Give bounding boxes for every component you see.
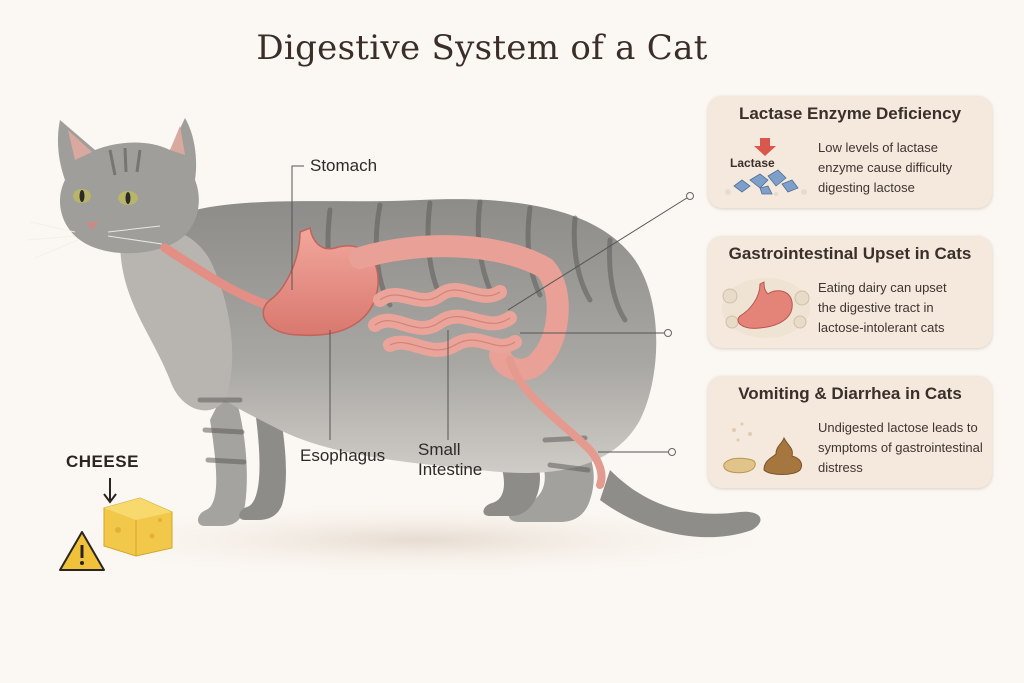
card-lactase-deficiency: Lactase Enzyme Deficiency Lactase Low le… bbox=[708, 96, 992, 208]
card-title: Gastrointestinal Upset in Cats bbox=[728, 244, 972, 263]
cat-ear-inner-2 bbox=[170, 126, 185, 155]
card-text-line: Undigested lactose leads to bbox=[818, 420, 978, 435]
card-text-line: symptoms of gastrointestinal bbox=[818, 440, 983, 455]
small-intestine-label: Small Intestine bbox=[418, 440, 482, 480]
cheese-icon bbox=[103, 497, 173, 557]
card1-leader bbox=[507, 195, 691, 311]
card-text-line: lactose-intolerant cats bbox=[818, 320, 945, 335]
card-text-line: Eating dairy can upset bbox=[818, 280, 947, 295]
cat-ear-inner bbox=[68, 130, 92, 160]
cat-front-leg bbox=[197, 380, 247, 526]
stomach-label: Stomach bbox=[310, 156, 378, 175]
vomit-diarrhea-icon bbox=[723, 422, 803, 475]
warning-icon bbox=[59, 531, 105, 571]
card-vomiting-diarrhea: Vomiting & Diarrhea in Cats Undigested l… bbox=[708, 376, 992, 488]
upset-stomach-icon bbox=[722, 278, 810, 338]
card-text-line: enzyme cause difficulty bbox=[818, 160, 953, 175]
lactase-crystals-icon bbox=[725, 138, 807, 196]
cat-head bbox=[57, 118, 199, 254]
card-text: Eating dairy can upset the digestive tra… bbox=[818, 278, 990, 338]
stomach-leader bbox=[291, 165, 304, 290]
small-intestine-label-line1: Small bbox=[418, 440, 461, 459]
card-gastrointestinal-upset: Gastrointestinal Upset in Cats Eating da… bbox=[708, 236, 992, 348]
digestive-organs bbox=[160, 226, 606, 489]
cheese-label: CHEESE bbox=[66, 452, 139, 471]
card2-connector bbox=[664, 329, 672, 337]
page-title: Digestive System of a Cat bbox=[256, 28, 708, 68]
card-text-line: digesting lactose bbox=[818, 180, 915, 195]
card-text: Undigested lactose leads to symptoms of … bbox=[818, 418, 990, 478]
arrow-down-icon bbox=[103, 478, 117, 504]
card-text-line: distress bbox=[818, 460, 863, 475]
rectum bbox=[506, 356, 606, 489]
lactase-icon-label: Lactase bbox=[730, 156, 775, 170]
card1-connector bbox=[686, 192, 694, 200]
small-intestine-label-line2: Intestine bbox=[418, 460, 483, 479]
card3-connector bbox=[668, 448, 676, 456]
leader-lines bbox=[291, 165, 691, 453]
stomach bbox=[262, 226, 379, 337]
cat-nose bbox=[86, 222, 98, 230]
card-text-line: Low levels of lactase bbox=[818, 140, 938, 155]
card-title: Lactase Enzyme Deficiency bbox=[738, 104, 962, 123]
card-text-line: the digestive tract in bbox=[818, 300, 934, 315]
large-intestine bbox=[349, 235, 569, 381]
card-title: Vomiting & Diarrhea in Cats bbox=[738, 384, 962, 403]
esophagus-label: Esophagus bbox=[300, 446, 386, 465]
cat-tail bbox=[600, 470, 761, 538]
card-text: Low levels of lactase enzyme cause diffi… bbox=[818, 138, 990, 198]
